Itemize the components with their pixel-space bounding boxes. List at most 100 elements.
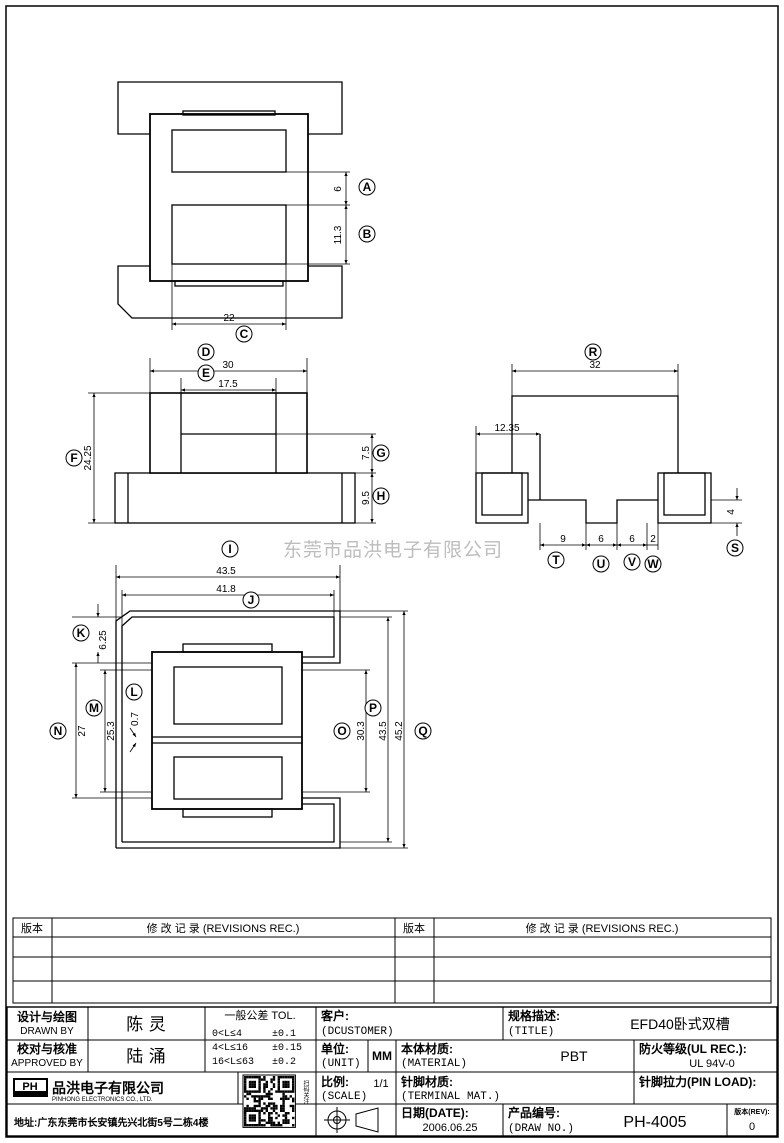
sheet-border xyxy=(5,5,779,1138)
fire-rating-cn: 防火等级(UL REC.): xyxy=(639,1041,747,1056)
label-circle-g xyxy=(372,444,390,462)
label-h: H xyxy=(377,489,386,503)
label-r: R xyxy=(589,345,598,359)
label-e: E xyxy=(202,366,210,380)
label-circle-w xyxy=(644,555,662,573)
label-circle-s xyxy=(726,539,744,557)
rev-col-no-right: 版本 xyxy=(403,921,425,935)
dim-B-value: 11.3 xyxy=(333,225,344,244)
label-p: P xyxy=(369,701,377,715)
tol-value-2: ±0.15 xyxy=(272,1043,302,1054)
qr-side-text: 扫码关注 xyxy=(302,1079,309,1105)
label-circle-f xyxy=(65,449,83,467)
label-q: Q xyxy=(418,724,427,738)
label-circle-n xyxy=(49,722,67,740)
dim-I-value: 43.5 xyxy=(216,566,236,577)
tol-value-3: ±0.2 xyxy=(272,1057,296,1068)
label-g: G xyxy=(376,446,385,460)
dim-S-value: 4 xyxy=(726,509,737,515)
label-circle-e xyxy=(197,364,215,382)
company-name-cn: 品洪电子有限公司 xyxy=(52,1080,164,1096)
company-address: 地址:广东东莞市长安镇先兴北街5号二栋4楼 xyxy=(14,1116,208,1129)
top-view xyxy=(117,81,343,319)
rev-col-rec-right: 修 改 记 录 (REVISIONS REC.) xyxy=(526,921,679,935)
draw-no-en: (DRAW NO.) xyxy=(508,1123,574,1135)
dim-C-value: 22 xyxy=(223,313,235,324)
company-logo: PH xyxy=(13,1078,48,1097)
label-f: F xyxy=(70,451,77,465)
label-circle-q xyxy=(414,722,432,740)
label-s: S xyxy=(731,541,739,555)
unit-en: (UNIT) xyxy=(321,1058,361,1070)
dim-D-value: 30 xyxy=(222,360,234,371)
draw-no-value: PH-4005 xyxy=(623,1114,686,1131)
label-l: L xyxy=(130,685,137,699)
dim-T-value: 9 xyxy=(560,534,566,545)
label-v: V xyxy=(628,555,636,569)
dim-J-value: 41.8 xyxy=(216,584,236,595)
label-circle-r xyxy=(584,343,602,361)
side-view xyxy=(475,395,712,524)
logo-mark: PH xyxy=(22,1081,37,1093)
tol-range-2: 4<L≤16 xyxy=(212,1043,248,1054)
label-circle-j xyxy=(242,591,260,609)
tol-value-1: ±0.1 xyxy=(272,1029,296,1040)
scale-value: 1/1 xyxy=(373,1078,388,1090)
dim-N-value: 27 xyxy=(77,725,88,737)
bottom-view xyxy=(115,610,341,849)
material-value: PBT xyxy=(560,1048,588,1064)
label-circle-p xyxy=(364,699,382,717)
label-i: I xyxy=(228,542,231,556)
company-name-en: PINHONG ELECTRONICS CO., LTD. xyxy=(52,1097,153,1103)
label-m: M xyxy=(89,701,99,715)
front-view xyxy=(114,392,356,524)
drawn-by-cn: 设计与绘图 xyxy=(17,1009,77,1024)
label-d: D xyxy=(202,345,211,359)
tolerance-title: 一般公差 TOL. xyxy=(224,1008,295,1022)
label-t: T xyxy=(552,553,560,567)
label-circle-c xyxy=(235,325,253,343)
revision-value: 0 xyxy=(749,1121,755,1133)
dim-A-value: 6 xyxy=(333,186,344,192)
label-circle-i xyxy=(221,540,239,558)
dim-E-value: 17.5 xyxy=(218,379,238,390)
dim-M-value: 25.3 xyxy=(106,721,117,741)
tol-range-1: 0<L≤4 xyxy=(212,1029,242,1040)
watermark-text: 东莞市品洪电子有限公司 xyxy=(283,539,503,561)
dim-U-value: 6 xyxy=(598,534,604,545)
dim-G-value: 7.5 xyxy=(361,446,372,460)
label-o: O xyxy=(337,724,346,738)
tol-range-3: 16<L≤63 xyxy=(212,1057,254,1068)
spec-value: EFD40卧式双槽 xyxy=(630,1016,730,1032)
dim-Q-value: 45.2 xyxy=(394,721,405,741)
unit-cn: 单位: xyxy=(321,1041,349,1056)
dim-O-value: 30.3 xyxy=(356,721,367,741)
fire-rating-value: UL 94V-0 xyxy=(689,1058,734,1070)
spec-en: (TITLE) xyxy=(508,1026,554,1038)
label-circle-v xyxy=(623,553,641,571)
label-circle-t xyxy=(547,551,565,569)
label-circle-h xyxy=(372,487,390,505)
label-circle-k xyxy=(72,624,90,642)
projection-symbol xyxy=(324,1107,379,1133)
bottom-view-dims xyxy=(72,565,408,849)
label-circle-m xyxy=(85,699,103,717)
label-circle-d xyxy=(197,343,215,361)
dim-V-value: 6 xyxy=(629,534,635,545)
approved-by-cn: 校对与核准 xyxy=(17,1041,77,1056)
label-j: J xyxy=(248,593,255,607)
rev-col-rec-left: 修 改 记 录 (REVISIONS REC.) xyxy=(147,921,300,935)
customer-en: (DCUSTOMER) xyxy=(321,1026,394,1038)
customer-cn: 客户: xyxy=(320,1008,349,1023)
title-block-grid xyxy=(6,1006,778,1137)
dim-R-value: 32 xyxy=(589,360,601,371)
label-circle-b xyxy=(358,225,376,243)
label-circle-o xyxy=(333,722,351,740)
qr-code xyxy=(242,1074,296,1128)
approved-by-name: 陆 涌 xyxy=(126,1047,165,1067)
label-circle-u xyxy=(592,555,610,573)
material-en: (MATERIAL) xyxy=(401,1058,467,1070)
draw-no-cn: 产品编号: xyxy=(508,1105,560,1120)
